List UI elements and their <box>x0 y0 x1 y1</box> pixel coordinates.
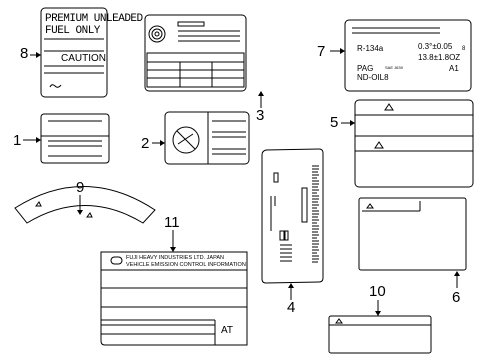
warning-label <box>354 99 474 188</box>
no-smoking-label <box>164 111 250 165</box>
arrow-heads <box>36 48 460 316</box>
warning-icon <box>335 318 343 324</box>
caution-text: CAUTION <box>61 53 106 64</box>
callout-1: 1 <box>13 132 22 149</box>
barcode <box>280 165 319 263</box>
callout-11: 11 <box>164 214 180 231</box>
callout-6: 6 <box>452 289 461 306</box>
cap-icon <box>148 25 166 43</box>
callout-7: 7 <box>317 43 326 60</box>
emission-title: VEHICLE EMISSION CONTROL INFORMATION <box>126 262 246 268</box>
callout-9: 9 <box>76 179 85 196</box>
callout-8: 8 <box>20 45 29 62</box>
warning-icon <box>384 103 394 111</box>
oil-type: PAG <box>357 64 374 73</box>
refrigerant-unit: 8 <box>462 46 466 52</box>
no-smoking-icon <box>172 126 200 154</box>
refrigerant-amount-kg: 0.3°±0.05 <box>418 42 453 51</box>
oil-name: ND-OIL8 <box>357 73 389 82</box>
barcode-label <box>261 148 324 284</box>
callout-4: 4 <box>287 299 296 316</box>
curved-label <box>14 186 156 224</box>
blank-label-6 <box>358 197 467 271</box>
radiator-label <box>144 14 247 92</box>
callout-3: 3 <box>256 107 265 124</box>
sae-standard: SAE J639 <box>385 65 403 70</box>
blank-label-1 <box>40 113 110 164</box>
warning-icon <box>374 141 384 149</box>
ac-refrigerant-label <box>344 19 472 92</box>
squiggle-icon <box>49 84 62 88</box>
manufacturer-text: FUJI HEAVY INDUSTRIES LTD. JAPAN <box>126 255 224 261</box>
blank-label-10 <box>328 315 432 354</box>
label-code: A1 <box>449 64 459 73</box>
warning-icon <box>366 203 374 209</box>
emission-control-label <box>100 251 248 346</box>
refrigerant-type: R-134a <box>357 44 384 53</box>
callout-2: 2 <box>141 135 150 152</box>
fuel-caution-label <box>40 7 108 98</box>
callout-5: 5 <box>330 114 339 131</box>
fuel-label-line2: FUEL ONLY <box>45 25 100 37</box>
refrigerant-amount-oz: 13.8±1.8OZ <box>418 53 461 62</box>
callout-10: 10 <box>369 283 386 300</box>
fuel-label-line1: PREMIUM UNLEADED <box>45 13 143 25</box>
leader-lines <box>23 50 458 314</box>
transmission-code: AT <box>221 325 234 336</box>
